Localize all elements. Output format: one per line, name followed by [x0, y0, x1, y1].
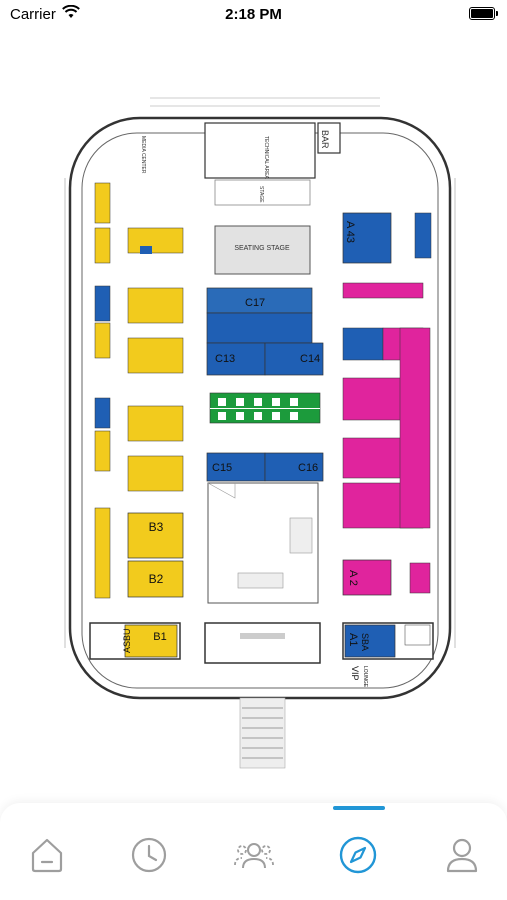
stage-label: STAGE [258, 186, 264, 203]
stage-area [214, 179, 311, 206]
booth-b2 [127, 560, 184, 598]
booth-c16 [264, 452, 324, 482]
compass-icon [339, 836, 377, 874]
booth-a2-label: A 2 [347, 570, 359, 586]
tab-history[interactable] [124, 830, 174, 880]
booth-sba-label: SBA [360, 633, 370, 651]
technical-area [204, 122, 316, 179]
entrance-stairs [239, 697, 286, 769]
person-icon [446, 838, 478, 873]
status-bar: Carrier 2:18 PM [0, 0, 507, 30]
floor-plan-map[interactable]: MEDIA CENTER TECHNICAL AREA BAR STAGE SE… [60, 88, 460, 788]
tab-profile[interactable] [437, 830, 487, 880]
clock-icon [131, 837, 167, 873]
booth-c15 [206, 452, 266, 482]
booth-c15-label: C15 [212, 462, 232, 474]
active-tab-indicator [333, 806, 385, 810]
bar-area [317, 122, 341, 154]
booth-b3 [127, 512, 184, 559]
tab-bar [0, 803, 507, 900]
clock: 2:18 PM [225, 6, 282, 23]
seating-stage [214, 225, 311, 275]
seating-stage-label: SEATING STAGE [234, 245, 290, 252]
entrance-area [204, 622, 321, 664]
carrier-label: Carrier [10, 6, 56, 23]
booth-asbu-label: ASBU [122, 628, 132, 653]
technical-area-label: TECHNICAL AREA [263, 136, 269, 180]
booth-a1-label: A1 [347, 633, 359, 646]
booth-c13 [206, 342, 266, 376]
battery-icon [469, 7, 498, 20]
right-booths [342, 282, 431, 594]
wifi-icon [62, 5, 80, 18]
tab-home[interactable] [22, 830, 72, 880]
booth-c13-label: C13 [215, 353, 235, 365]
tab-explore[interactable] [333, 830, 383, 880]
people-icon [234, 843, 274, 869]
bar-label: BAR [320, 130, 330, 149]
booth-a2 [342, 559, 392, 596]
booth-b1-label: B1 [153, 631, 166, 643]
booth-a43 [342, 212, 392, 264]
lounge-label: LOUNGE [362, 666, 368, 688]
booth-a43-label: A 43 [344, 221, 356, 243]
booth-c14 [264, 342, 324, 376]
booth-b1 [124, 624, 178, 658]
tab-people[interactable] [229, 830, 279, 880]
booth-c17-label: C17 [245, 297, 265, 309]
booth-c16-label: C16 [298, 462, 318, 474]
booth-a1 [344, 624, 396, 658]
booth-c14-label: C14 [300, 353, 320, 365]
left-booths [94, 182, 184, 599]
media-center-label: MEDIA CENTER [140, 136, 146, 174]
booth-b3-label: B3 [149, 520, 164, 534]
booth-c17 [206, 287, 313, 314]
green-booths [209, 392, 321, 424]
home-icon [31, 838, 63, 873]
booth-b2-label: B2 [149, 572, 164, 586]
vip-label: VIP [350, 666, 360, 681]
